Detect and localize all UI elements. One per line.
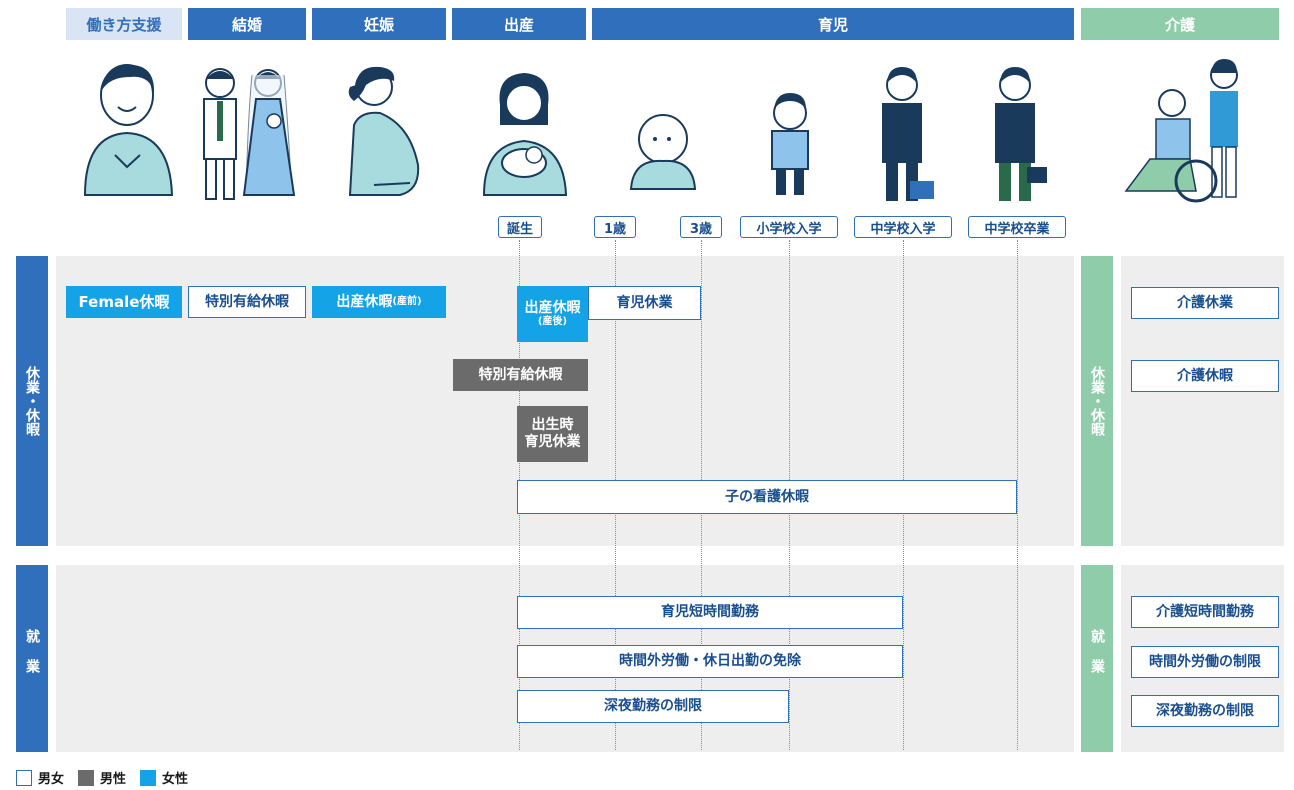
care-leave-box: 介護休業 (1131, 287, 1279, 319)
milestone-junior-high-graduation: 中学校卒業 (968, 216, 1066, 238)
special-paid-leave-box: 特別有給休暇 (188, 286, 306, 318)
junior-high-student-illustration (882, 67, 934, 201)
milestone-elementary-entry: 小学校入学 (740, 216, 838, 238)
birth-childcare-leave-box: 出生時 育児休業 (517, 406, 588, 462)
childcare-short-hours-box: 育児短時間勤務 (517, 596, 903, 629)
male-special-paid-leave-box: 特別有給休暇 (453, 359, 588, 391)
stage-care: 介護 (1081, 8, 1279, 40)
female-leave-box: Female休暇 (66, 286, 182, 318)
care-holiday-box: 介護休暇 (1131, 360, 1279, 392)
care-night-limit-box: 深夜勤務の制限 (1131, 695, 1279, 727)
stage-marriage: 結婚 (188, 8, 306, 40)
maternity-leave-prenatal-box: 出産休暇(産前) (312, 286, 446, 318)
work-section-label: 就業 (16, 565, 48, 752)
stage-support: 働き方支援 (66, 8, 182, 40)
care-short-hours-box: 介護短時間勤務 (1131, 596, 1279, 628)
caregiving-illustration (1124, 59, 1238, 203)
milestone-junior-high-entry: 中学校入学 (854, 216, 952, 238)
baby-illustration (629, 114, 697, 190)
care-overtime-limit-box: 時間外労働の制限 (1131, 646, 1279, 678)
stage-childcare: 育児 (592, 8, 1074, 40)
wedding-illustration (203, 68, 296, 200)
legend: 男女 男性 女性 (16, 768, 196, 787)
legend-label-female: 女性 (162, 772, 189, 787)
legend-label-both: 男女 (38, 772, 65, 787)
milestone-age-1: 1歳 (594, 216, 636, 238)
pregnant-woman-illustration (348, 66, 420, 196)
stage-birth: 出産 (452, 8, 586, 40)
legend-swatch-both (16, 769, 32, 786)
night-work-limit-box: 深夜勤務の制限 (517, 690, 789, 723)
milestone-age-3: 3歳 (680, 216, 722, 238)
care-work-section-label: 就業 (1081, 565, 1113, 752)
elementary-child-illustration (771, 93, 809, 195)
milestone-birth: 誕生 (498, 216, 542, 238)
mother-with-baby-illustration (482, 73, 568, 196)
legend-swatch-female (140, 769, 157, 786)
worker-illustration (83, 64, 174, 196)
leave-section-label: 休業・休暇 (16, 256, 48, 546)
maternity-leave-postnatal-box: 出産休暇 (産後) (517, 286, 588, 342)
overtime-exemption-box: 時間外労働・休日出勤の免除 (517, 645, 903, 678)
stage-pregnancy: 妊娠 (312, 8, 446, 40)
legend-label-male: 男性 (100, 772, 127, 787)
graduate-student-illustration (995, 67, 1047, 201)
childcare-leave-box: 育児休業 (588, 286, 701, 320)
care-leave-section-label: 休業・休暇 (1081, 256, 1113, 546)
guide-line-junior-high-graduation (1017, 240, 1018, 750)
sick-child-leave-box: 子の看護休暇 (517, 480, 1017, 514)
legend-swatch-male (78, 769, 95, 786)
